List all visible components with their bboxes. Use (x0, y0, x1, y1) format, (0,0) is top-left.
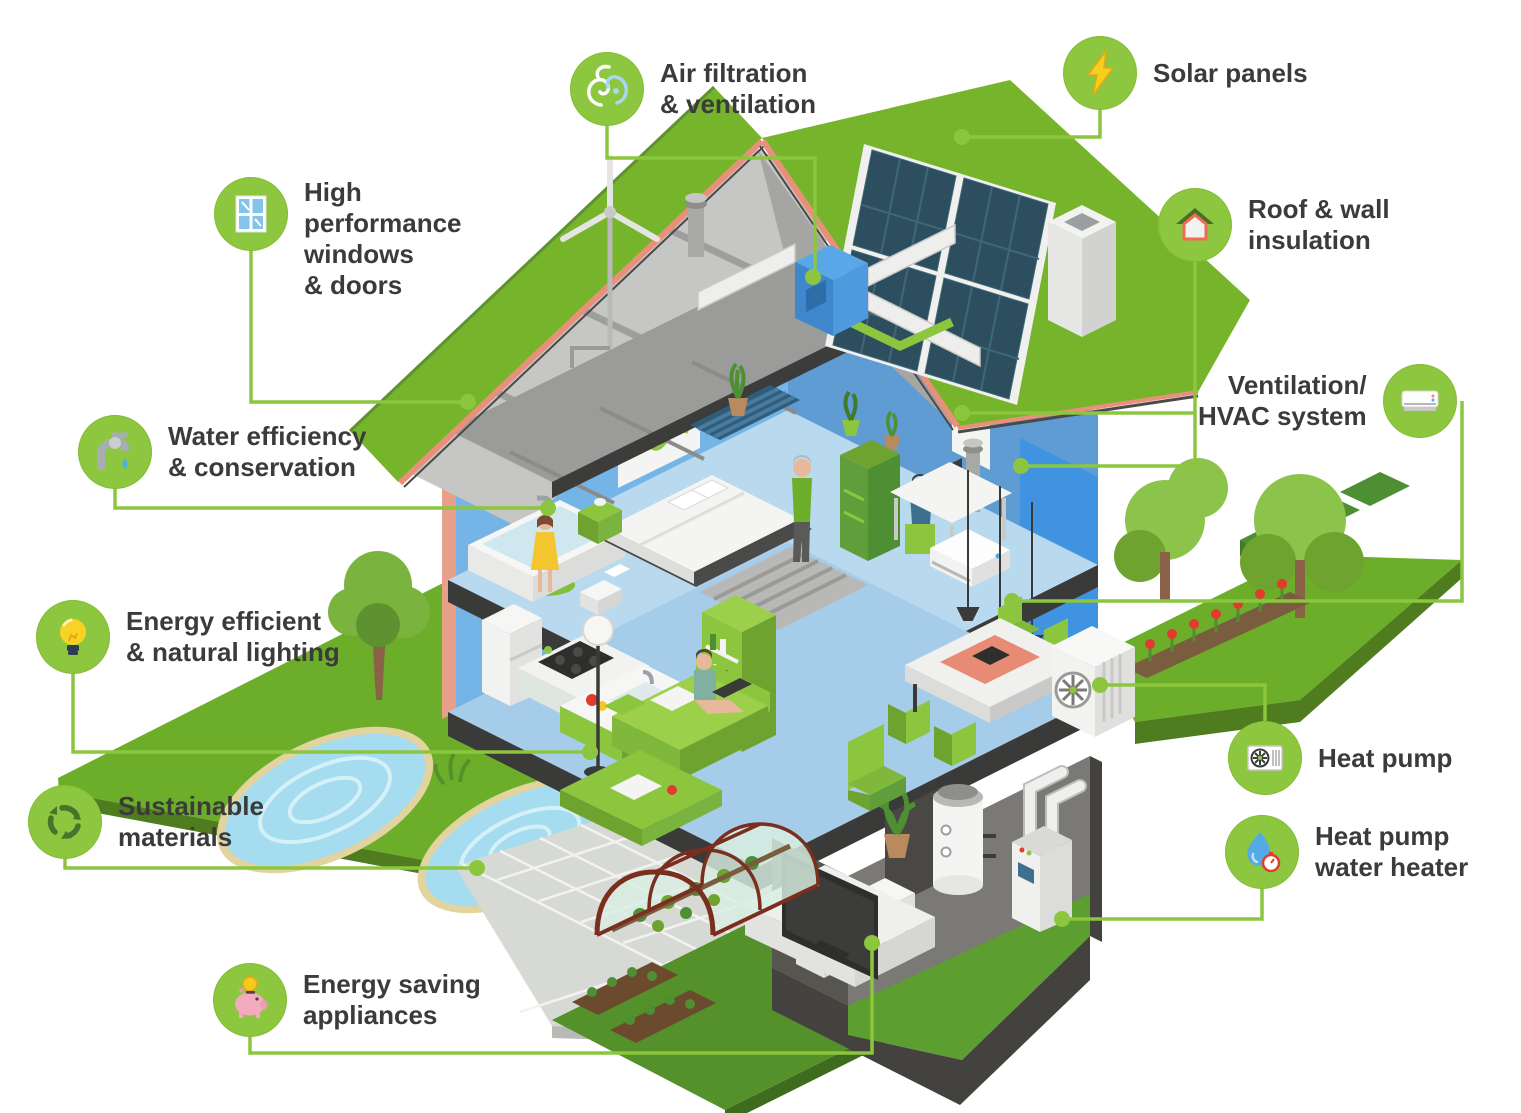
person-bedroom (792, 455, 812, 562)
nightstand (578, 498, 622, 544)
feature-label: Energy efficient & natural lighting (126, 606, 340, 667)
person-sofa (694, 649, 752, 714)
air-swirl-icon (570, 52, 644, 126)
feature-hp-water-heater: Heat pump water heater (1225, 815, 1468, 889)
feature-label: Air filtration & ventilation (660, 58, 817, 119)
feature-label: Heat pump (1318, 742, 1453, 773)
feature-label: High performance windows & doors (304, 177, 462, 300)
faucet-icon (78, 415, 152, 489)
feature-water-efficiency: Water efficiency & conservation (78, 415, 366, 489)
lightning-bolt-icon (1063, 36, 1137, 110)
feature-hvac-system: Ventilation/ HVAC system (1198, 364, 1457, 438)
feature-windows-doors: High performance windows & doors (214, 177, 462, 301)
stairs (690, 385, 800, 440)
feature-label: Water efficiency & conservation (168, 421, 367, 482)
heat-pump-fan-icon (1228, 721, 1302, 795)
water-drop-timer-icon (1225, 815, 1299, 889)
desk-workstation (890, 458, 1012, 568)
feature-label: Roof & wall insulation (1248, 194, 1390, 255)
insulated-house-icon (1158, 188, 1232, 262)
outdoor-heat-pump-unit (1052, 626, 1135, 737)
line-hvac (1012, 401, 1464, 603)
furnace-unit (1012, 765, 1087, 932)
garden-trees (1114, 458, 1364, 618)
feature-roof-insulation: Roof & wall insulation (1158, 188, 1390, 262)
feature-solar-panels: Solar panels (1063, 36, 1308, 110)
ac-unit-icon (1382, 364, 1457, 438)
feature-label: Solar panels (1153, 57, 1308, 88)
water-heater-tank (933, 784, 996, 895)
bed (598, 475, 812, 587)
potted-plants (728, 362, 900, 450)
toilet (580, 564, 630, 615)
feature-heat-pump: Heat pump (1228, 721, 1452, 795)
tree (328, 551, 430, 700)
sofa (604, 649, 770, 780)
line-roof-insulation (962, 225, 1197, 468)
connector-dots (460, 129, 1108, 951)
feature-label: Energy saving appliances (303, 969, 481, 1030)
wardrobe (840, 440, 900, 561)
feature-efficient-lighting: Energy efficient & natural lighting (36, 600, 340, 674)
feature-label: Sustainable materials (118, 791, 264, 852)
feature-saving-appliances: Energy saving appliances (213, 963, 481, 1037)
line-lighting (71, 637, 590, 754)
window-icon (214, 177, 288, 251)
lightbulb-icon (36, 600, 110, 674)
person-bathroom (531, 514, 559, 592)
chimney (1048, 205, 1116, 337)
dining-area (848, 470, 1086, 811)
feature-label: Heat pump water heater (1315, 821, 1469, 882)
greenhouse (594, 822, 820, 937)
armchair (848, 724, 906, 811)
line-windows-doors (249, 214, 468, 404)
attic-hrv-unit (697, 223, 981, 368)
feature-air-filtration: Air filtration & ventilation (570, 52, 816, 126)
right-garden (1098, 458, 1462, 744)
wind-turbine (560, 155, 660, 368)
piggy-bank-icon (213, 963, 287, 1037)
coffee-table (560, 750, 722, 846)
recycle-leaves-icon (28, 785, 102, 859)
feature-label: Ventilation/ HVAC system (1198, 370, 1367, 431)
feature-sustainable-materials: Sustainable materials (28, 785, 264, 859)
house-plant (877, 788, 917, 858)
garden-beds (572, 962, 716, 1043)
